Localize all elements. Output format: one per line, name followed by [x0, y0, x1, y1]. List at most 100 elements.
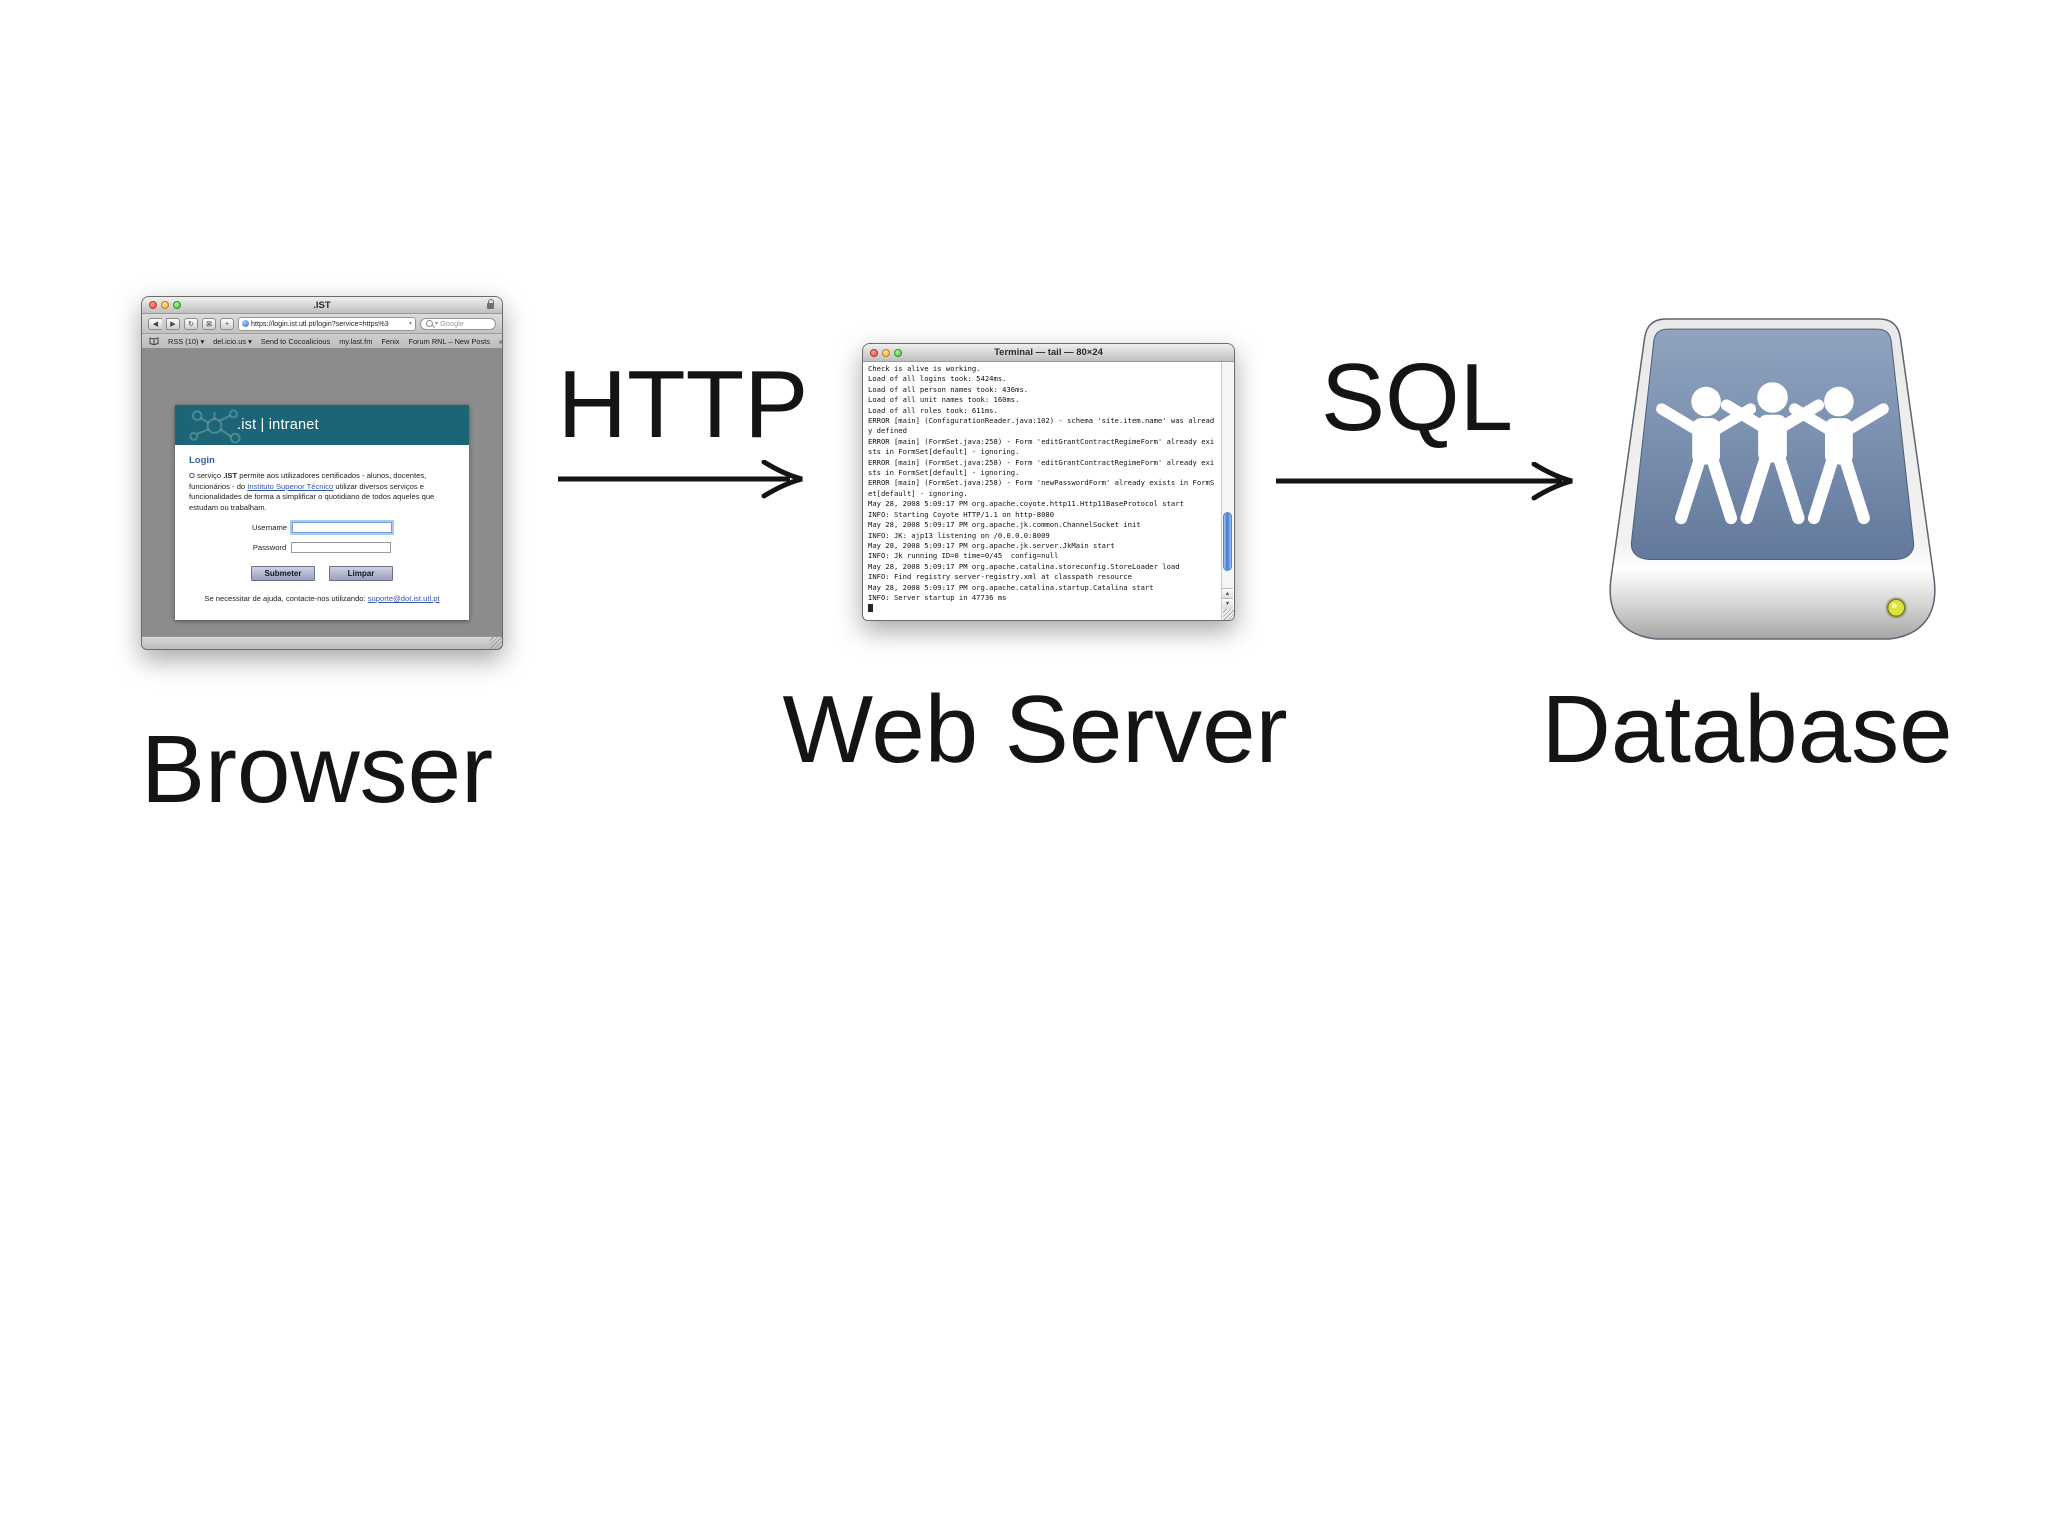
bookmark-item[interactable]: my.last.fm: [339, 336, 373, 346]
brand-title: .ist | intranet: [237, 417, 319, 433]
close-button[interactable]: [149, 301, 157, 309]
bookmark-item[interactable]: Forum RNL – New Posts: [408, 336, 490, 346]
password-row: Password: [189, 542, 455, 553]
username-label: Username: [251, 523, 288, 532]
terminal-line: May 28, 2008 5:09:17 PM org.apache.jk.co…: [868, 520, 1141, 530]
forward-button-icon[interactable]: ▶: [166, 317, 180, 330]
bookmark-item[interactable]: del.icio.us ▾: [213, 336, 252, 346]
login-heading: Login: [189, 455, 215, 466]
browser-statusbar: [142, 636, 502, 649]
terminal-line: Load of all person names took: 436ms.: [868, 384, 1029, 394]
scrollbar-thumb[interactable]: [1223, 511, 1232, 571]
terminal-line: INFO: Starting Coyote HTTP/1.1 on http-8…: [868, 509, 1055, 519]
sql-arrow: [1276, 462, 1573, 501]
terminal-line: May 28, 2008 5:09:17 PM org.apache.jk.se…: [868, 540, 1115, 550]
terminal-cursor: [868, 604, 873, 613]
sql-label: SQL: [1320, 344, 1514, 451]
minimize-button[interactable]: [161, 301, 169, 309]
network-pattern-icon: [189, 409, 241, 444]
terminal-line: Load of all logins took: 5424ms.: [868, 374, 1007, 384]
zoom-button[interactable]: [173, 301, 181, 309]
back-button-icon[interactable]: ◀: [148, 317, 162, 330]
globe-icon: [242, 320, 249, 327]
search-field[interactable]: ▾ Google: [420, 317, 496, 330]
browser-viewport: .ist | intranet Login O serviço .IST per…: [142, 348, 502, 637]
terminal-line: ERROR [main] (FormSet.java:258) - Form '…: [868, 478, 1215, 488]
terminal-output: Check is alive is working.Load of all lo…: [864, 362, 1234, 620]
minimize-button[interactable]: [882, 348, 890, 357]
intro-text: utilizar diversos serviços e funcionalid…: [189, 481, 435, 512]
add-bookmark-button-icon[interactable]: +: [220, 317, 234, 330]
bookmark-item[interactable]: »: [498, 336, 503, 346]
bookmark-item[interactable]: RSS (10) ▾: [168, 336, 205, 346]
intranet-header: .ist | intranet: [175, 405, 469, 445]
terminal-line: INFO: JK: ajp13 listening on /0.0.0.0:80…: [868, 530, 1050, 540]
scroll-down-icon[interactable]: ▼: [1222, 598, 1233, 609]
terminal-window: Terminal — tail — 80×24 Check is alive i…: [862, 343, 1235, 621]
login-card: .ist | intranet Login O serviço .IST per…: [175, 405, 469, 620]
database-drive-icon: [1609, 318, 1936, 640]
intro-paragraph: O serviço .IST permite aos utilizadores …: [189, 471, 455, 513]
browser-window: .IST ◀ ▶ ↻ ⊠ + https://login.ist.utl.pt/…: [141, 296, 503, 650]
password-input[interactable]: [291, 542, 392, 553]
terminal-line: INFO: Find registry server-registry.xml …: [868, 572, 1132, 582]
terminal-line: sts in FormSet[default] - ignoring.: [868, 468, 1020, 478]
report-bug-button-icon[interactable]: ⊠: [202, 317, 216, 330]
resize-grip-icon[interactable]: [1223, 609, 1234, 620]
reload-button-icon[interactable]: ↻: [184, 317, 198, 330]
form-buttons: Submeter Limpar: [189, 566, 455, 581]
lock-icon: [487, 299, 494, 309]
terminal-line: y defined: [868, 426, 907, 436]
institute-link[interactable]: Instituto Superior Técnico: [247, 481, 334, 491]
terminal-line: May 28, 2008 5:09:17 PM org.apache.catal…: [868, 582, 1154, 592]
terminal-line: ERROR [main] (FormSet.java:258) - Form '…: [868, 457, 1215, 467]
terminal-line: INFO: Jk running ID=0 time=0/45 config=n…: [868, 551, 1059, 561]
resize-grip-icon[interactable]: [490, 637, 502, 649]
bookmarks-book-icon[interactable]: [149, 337, 159, 345]
bookmark-item[interactable]: Fenix: [381, 336, 400, 346]
scroll-up-icon[interactable]: ▲: [1222, 588, 1233, 599]
terminal-line: May 28, 2008 5:09:17 PM org.apache.coyot…: [868, 499, 1184, 509]
terminal-line: May 28, 2008 5:09:17 PM org.apache.catal…: [868, 561, 1180, 571]
intro-text: O serviço: [189, 471, 224, 480]
search-icon: [426, 320, 433, 327]
username-row: Username: [189, 522, 455, 533]
submit-button[interactable]: Submeter: [251, 566, 315, 581]
close-button[interactable]: [870, 348, 878, 357]
terminal-line: sts in FormSet[default] - ignoring.: [868, 447, 1020, 457]
clear-button[interactable]: Limpar: [329, 566, 393, 581]
http-arrow: [558, 460, 803, 499]
help-line: Se necessitar de ajuda, contacte-nos uti…: [189, 594, 455, 603]
intro-text: permite aos utilizadores certificados - …: [189, 471, 427, 491]
terminal-titlebar[interactable]: Terminal — tail — 80×24: [863, 344, 1234, 362]
window-controls: [149, 301, 181, 309]
username-input[interactable]: [292, 522, 393, 533]
bookmarks-bar: RSS (10) ▾ del.icio.us ▾ Send to Cocoalici…: [142, 334, 502, 349]
caption-database: Database: [1541, 676, 1953, 783]
address-bar[interactable]: https://login.ist.utl.pt/login?service=h…: [238, 316, 416, 331]
caption-web-server: Web Server: [782, 676, 1288, 783]
terminal-line: et[default] - ignoring.: [868, 488, 968, 498]
browser-toolbar: ◀ ▶ ↻ ⊠ + https://login.ist.utl.pt/login…: [142, 314, 502, 334]
terminal-scrollbar[interactable]: ▲ ▼: [1221, 362, 1233, 620]
terminal-line: ERROR [main] (ConfigurationReader.java:1…: [868, 416, 1215, 426]
search-dropdown-icon[interactable]: ▾: [435, 321, 439, 327]
terminal-line: ERROR [main] (FormSet.java:258) - Form '…: [868, 436, 1215, 446]
url-text: https://login.ist.utl.pt/login?service=h…: [251, 319, 389, 328]
password-label: Password: [252, 543, 287, 552]
intro-bold: .IST: [223, 471, 238, 480]
terminal-window-title: Terminal — tail — 80×24: [994, 347, 1103, 358]
support-email-link[interactable]: suporte@dot.ist.utl.pt: [367, 594, 440, 603]
caption-browser: Browser: [140, 716, 494, 823]
terminal-line: INFO: Server startup in 47736 ms: [868, 592, 1007, 602]
browser-titlebar[interactable]: .IST: [142, 297, 502, 314]
window-controls: [870, 348, 902, 357]
terminal-line: Load of all roles took: 611ms.: [868, 405, 998, 415]
bookmark-item[interactable]: Send to Cocoalicious: [260, 336, 331, 346]
help-text: Se necessitar de ajuda, contacte-nos uti…: [204, 594, 368, 603]
zoom-button[interactable]: [894, 348, 902, 357]
url-dropdown-icon[interactable]: ▾: [408, 321, 412, 327]
http-label: HTTP: [557, 351, 809, 458]
terminal-line: Load of all unit names took: 160ms.: [868, 395, 1020, 405]
